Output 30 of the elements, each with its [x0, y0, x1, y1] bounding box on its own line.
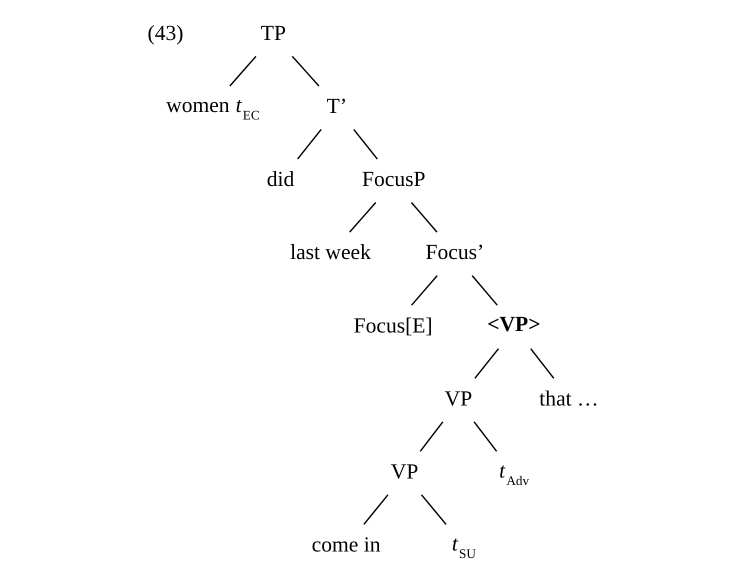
node-text: Focus[E] — [354, 313, 433, 338]
connector — [297, 129, 322, 160]
connector — [530, 348, 554, 379]
connector — [474, 348, 500, 379]
node-text: TP — [260, 20, 286, 45]
node-text: women t$_{EC}$ — [166, 92, 260, 122]
connector — [353, 129, 378, 160]
node-text: T’ — [326, 94, 348, 118]
node-text: t$_{Adv}$ — [499, 458, 530, 488]
node-text: FocusP — [362, 167, 426, 192]
connector — [349, 202, 376, 233]
connector — [420, 421, 444, 452]
node-text: VP — [444, 386, 472, 410]
connector — [473, 421, 498, 452]
connector — [363, 494, 388, 525]
label: (43) — [148, 20, 184, 45]
node-text: t$_{SU}$ — [452, 531, 476, 561]
node-text: <VP> — [487, 312, 540, 336]
connector — [229, 56, 256, 86]
connector — [411, 275, 438, 306]
node-text: VP — [390, 459, 418, 484]
connector — [410, 202, 438, 233]
connector — [420, 494, 447, 525]
connector — [292, 56, 320, 86]
node-text: did — [266, 167, 294, 192]
node-text: Focus’ — [426, 240, 484, 264]
node-text: last week — [290, 240, 371, 264]
node-text: that … — [539, 386, 599, 410]
connector — [472, 275, 498, 306]
node-text: come in — [312, 532, 381, 557]
